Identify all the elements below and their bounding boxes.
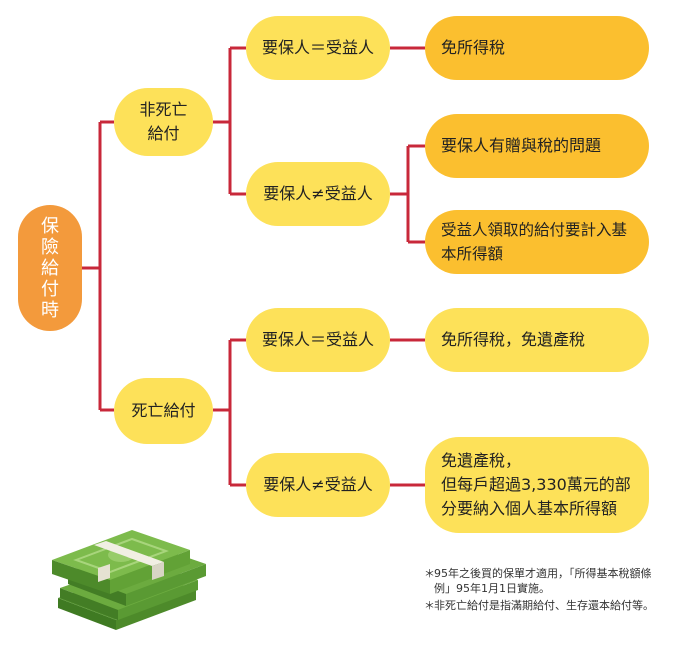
result-income-tax-exempt: 免所得稅: [425, 16, 649, 80]
branch-death-label: 死亡給付: [131, 401, 196, 420]
condition-diff-death: 要保人≠受益人: [246, 453, 390, 517]
condition-same-non-death: 要保人＝受益人: [246, 16, 390, 80]
condition-label: 要保人≠受益人: [263, 184, 373, 203]
condition-label: 要保人＝受益人: [261, 330, 374, 349]
condition-label: 要保人≠受益人: [263, 475, 373, 494]
branch-death: 死亡給付: [114, 378, 213, 444]
branch-non-death-label-line2: 給付: [147, 124, 180, 143]
result-line-1: 免遺產稅，: [441, 451, 522, 470]
root-node: 保險給付時: [18, 205, 82, 331]
branch-non-death: 非死亡 給付: [114, 88, 213, 156]
result-gift-tax-issue: 要保人有贈與稅的問題: [425, 114, 649, 178]
result-basic-income: 受益人領取的給付要計入基本所得額: [425, 210, 649, 274]
condition-same-death: 要保人＝受益人: [246, 308, 390, 372]
footnote: ＊ 非死亡給付是指滿期給付、生存還本給付等。: [424, 598, 660, 613]
footnote-star: ＊: [424, 567, 435, 580]
result-income-and-estate-exempt: 免所得稅，免遺產稅: [425, 308, 649, 372]
condition-label: 要保人＝受益人: [261, 38, 374, 57]
result-label: 免所得稅: [441, 38, 506, 57]
result-label: 受益人領取的給付要計入基本所得額: [441, 221, 628, 263]
result-label: 免所得稅，免遺產稅: [441, 330, 586, 349]
condition-diff-non-death: 要保人≠受益人: [246, 162, 390, 226]
footnote-text: 非死亡給付是指滿期給付、生存還本給付等。: [434, 599, 654, 612]
footnote-text: 95年之後買的保單才適用，「所得基本稅額條例」95年1月1日實施。: [434, 567, 652, 595]
result-estate-exempt-threshold: 免遺產稅， 但每戶超過3,330萬元的部 分要納入個人基本所得額: [425, 437, 649, 533]
footnote: ＊ 95年之後買的保單才適用，「所得基本稅額條例」95年1月1日實施。: [424, 566, 660, 596]
result-label: 要保人有贈與稅的問題: [441, 136, 602, 155]
footnote-star: ＊: [424, 599, 435, 612]
footnotes: ＊ 95年之後買的保單才適用，「所得基本稅額條例」95年1月1日實施。 ＊ 非死…: [424, 566, 660, 615]
result-line-3: 分要納入個人基本所得額: [441, 499, 618, 518]
root-label: 保險給付時: [41, 215, 59, 321]
branch-non-death-label-line1: 非死亡: [139, 100, 188, 119]
money-stack-icon: [52, 530, 206, 630]
result-line-2: 但每戶超過3,330萬元的部: [441, 475, 631, 494]
